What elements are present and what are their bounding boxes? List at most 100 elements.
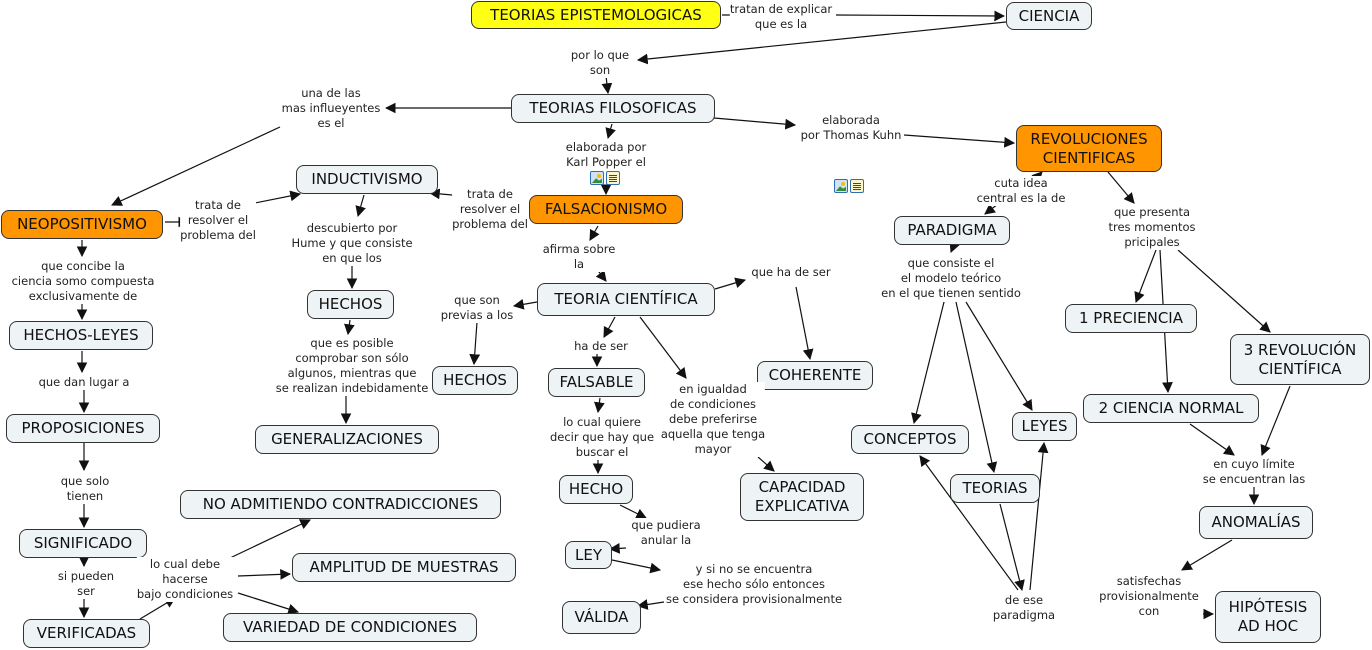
connector-line bbox=[237, 592, 300, 615]
link-trata-resolver-1: trata de resolver el problema del bbox=[180, 198, 256, 243]
connector-line bbox=[594, 397, 605, 414]
node-revoluciones-cientificas[interactable]: REVOLUCIONES CIENTIFICAS bbox=[1016, 125, 1162, 172]
connector-line bbox=[639, 316, 687, 379]
node-amplitud-de-muestras[interactable]: AMPLITUD DE MUESTRAS bbox=[292, 553, 516, 582]
node-capacidad-explicativa[interactable]: CAPACIDAD EXPLICATIVA bbox=[740, 473, 864, 521]
connector-line bbox=[1189, 423, 1235, 456]
connector-line bbox=[965, 301, 1033, 411]
connector-line bbox=[589, 225, 600, 241]
connector-line bbox=[1260, 385, 1291, 457]
resource-icons-kuhn[interactable] bbox=[834, 179, 864, 193]
connector-line bbox=[611, 559, 662, 574]
connector-line bbox=[237, 568, 292, 580]
node-revolucion-cientifica[interactable]: 3 REVOLUCIÓN CIENTÍFICA bbox=[1230, 334, 1370, 385]
node-generalizaciones[interactable]: GENERALIZACIONES bbox=[255, 425, 439, 454]
link-por-lo-que-son: por lo que son bbox=[570, 48, 630, 78]
connector-line bbox=[1107, 171, 1135, 204]
connector-line bbox=[512, 299, 538, 310]
node-hipotesis-ad-hoc[interactable]: HIPÓTESIS AD HOC bbox=[1215, 591, 1321, 643]
node-hechos-previas[interactable]: HECHOS bbox=[432, 366, 518, 395]
node-neopositivismo[interactable]: NEOPOSITIVISMO bbox=[1, 210, 163, 239]
connector-line bbox=[603, 316, 616, 338]
node-hechos-leyes[interactable]: HECHOS-LEYES bbox=[9, 321, 153, 350]
connector-line bbox=[955, 301, 998, 474]
connector-line bbox=[1181, 539, 1233, 571]
connector-line bbox=[605, 123, 616, 140]
connector-line bbox=[636, 599, 665, 610]
link-que-consiste: que consiste el el modelo teórico en el … bbox=[881, 256, 1021, 301]
node-ciencia[interactable]: CIENCIA bbox=[1006, 2, 1092, 30]
node-valida[interactable]: VÁLIDA bbox=[562, 601, 641, 634]
connector-line bbox=[919, 455, 1019, 591]
document-resource-icon[interactable] bbox=[850, 179, 864, 193]
connector-line bbox=[344, 319, 355, 336]
node-teoria-cientifica[interactable]: TEORIA CIENTÍFICA bbox=[537, 283, 715, 316]
node-significado[interactable]: SIGNIFICADO bbox=[19, 529, 147, 558]
link-si-pueden-ser: si pueden ser bbox=[57, 569, 115, 599]
connector-line bbox=[355, 194, 366, 218]
link-trata-resolver-2: trata de resolver el problema del bbox=[452, 187, 528, 232]
link-que-ha-de-ser: que ha de ser bbox=[751, 265, 831, 280]
connector-line bbox=[636, 21, 1007, 65]
link-descubierto-por: descubierto por Hume y que consiste en q… bbox=[291, 221, 413, 266]
link-que-solo-tienen: que solo tienen bbox=[60, 474, 110, 504]
node-preciencia[interactable]: 1 PRECIENCIA bbox=[1065, 304, 1197, 333]
link-en-igualdad: en igualdad de condiciones debe preferir… bbox=[660, 382, 766, 457]
node-falsable[interactable]: FALSABLE bbox=[548, 368, 645, 397]
node-variedad-de-condiciones[interactable]: VARIEDAD DE CONDICIONES bbox=[223, 613, 477, 642]
node-teorias-filosoficas[interactable]: TEORIAS FILOSOFICAS bbox=[511, 94, 715, 123]
document-resource-icon[interactable] bbox=[606, 171, 620, 185]
link-afirma-sobre: afirma sobre la bbox=[542, 242, 616, 272]
node-conceptos[interactable]: CONCEPTOS bbox=[851, 425, 969, 454]
link-thomas-kuhn: elaborada por Thomas Kuhn bbox=[800, 113, 902, 143]
link-idea-central: cuta idea central es la de bbox=[976, 176, 1066, 206]
link-si-no-se-encuentra: y si no se encuentra ese hecho sólo ento… bbox=[665, 562, 843, 607]
connector-line bbox=[1177, 249, 1271, 333]
connector-line bbox=[619, 504, 647, 519]
node-paradigma[interactable]: PARADIGMA bbox=[894, 216, 1010, 245]
connector-line bbox=[903, 134, 1016, 148]
resource-icons-popper[interactable] bbox=[590, 171, 620, 185]
node-inductivismo[interactable]: INDUCTIVISMO bbox=[296, 165, 438, 194]
connector-line bbox=[608, 543, 627, 554]
node-teorias-epistemologicas[interactable]: TEORIAS EPISTEMOLOGICAS bbox=[471, 1, 721, 29]
node-verificadas[interactable]: VERIFICADAS bbox=[23, 619, 150, 648]
link-en-cuyo-limite: en cuyo límite se encuentran las bbox=[1202, 457, 1306, 487]
connector-line bbox=[714, 277, 747, 290]
image-resource-icon[interactable] bbox=[590, 171, 604, 185]
link-satisfechas: satisfechas provisionalmente con bbox=[1099, 574, 1199, 619]
node-no-admitiendo-contradicciones[interactable]: NO ADMITIENDO CONTRADICCIONES bbox=[180, 490, 501, 519]
node-falsacionismo[interactable]: FALSACIONISMO bbox=[529, 195, 683, 224]
connector-line bbox=[469, 321, 481, 366]
connector-line bbox=[713, 117, 797, 130]
connector-line bbox=[1029, 441, 1049, 591]
node-ley[interactable]: LEY bbox=[565, 541, 612, 569]
node-proposiciones[interactable]: PROPOSICIONES bbox=[6, 414, 160, 443]
link-que-es-posible: que es posible comprobar son sólo alguno… bbox=[275, 336, 429, 396]
node-coherente[interactable]: COHERENTE bbox=[757, 361, 873, 390]
link-ha-de-ser: ha de ser bbox=[574, 339, 628, 354]
link-que-concibe: que concibe la ciencia somo compuesta ex… bbox=[11, 259, 155, 304]
connector-line bbox=[949, 240, 960, 254]
node-teorias[interactable]: TEORIAS bbox=[950, 474, 1040, 503]
connector-line bbox=[111, 126, 281, 206]
link-karl-popper: elaborada por Karl Popper el bbox=[565, 140, 647, 170]
node-ciencia-normal[interactable]: 2 CIENCIA NORMAL bbox=[1083, 394, 1259, 423]
link-tratan-de-explicar: tratan de explicar que es la bbox=[729, 2, 833, 32]
link-lo-cual-debe-hacerse: lo cual debe hacerse bajo condiciones bbox=[136, 557, 234, 602]
node-leyes[interactable]: LEYES bbox=[1012, 412, 1077, 441]
connector-line bbox=[911, 301, 945, 425]
image-resource-icon[interactable] bbox=[834, 179, 848, 193]
link-previas-a-los: que son previas a los bbox=[440, 293, 514, 323]
link-que-pudiera-anular: que pudiera anular la bbox=[631, 518, 701, 548]
node-hecho[interactable]: HECHO bbox=[559, 475, 633, 504]
link-que-dan-lugar: que dan lugar a bbox=[38, 375, 130, 390]
connector-line bbox=[757, 456, 775, 472]
node-anomalias[interactable]: ANOMALÍAS bbox=[1199, 506, 1313, 539]
connector-line bbox=[229, 519, 311, 559]
node-hechos-inductivismo[interactable]: HECHOS bbox=[307, 290, 394, 319]
connector-line bbox=[835, 10, 1006, 22]
link-que-presenta: que presenta tres momentos pricipales bbox=[1108, 205, 1196, 250]
connector-line bbox=[601, 75, 613, 95]
connector-line bbox=[999, 503, 1025, 592]
